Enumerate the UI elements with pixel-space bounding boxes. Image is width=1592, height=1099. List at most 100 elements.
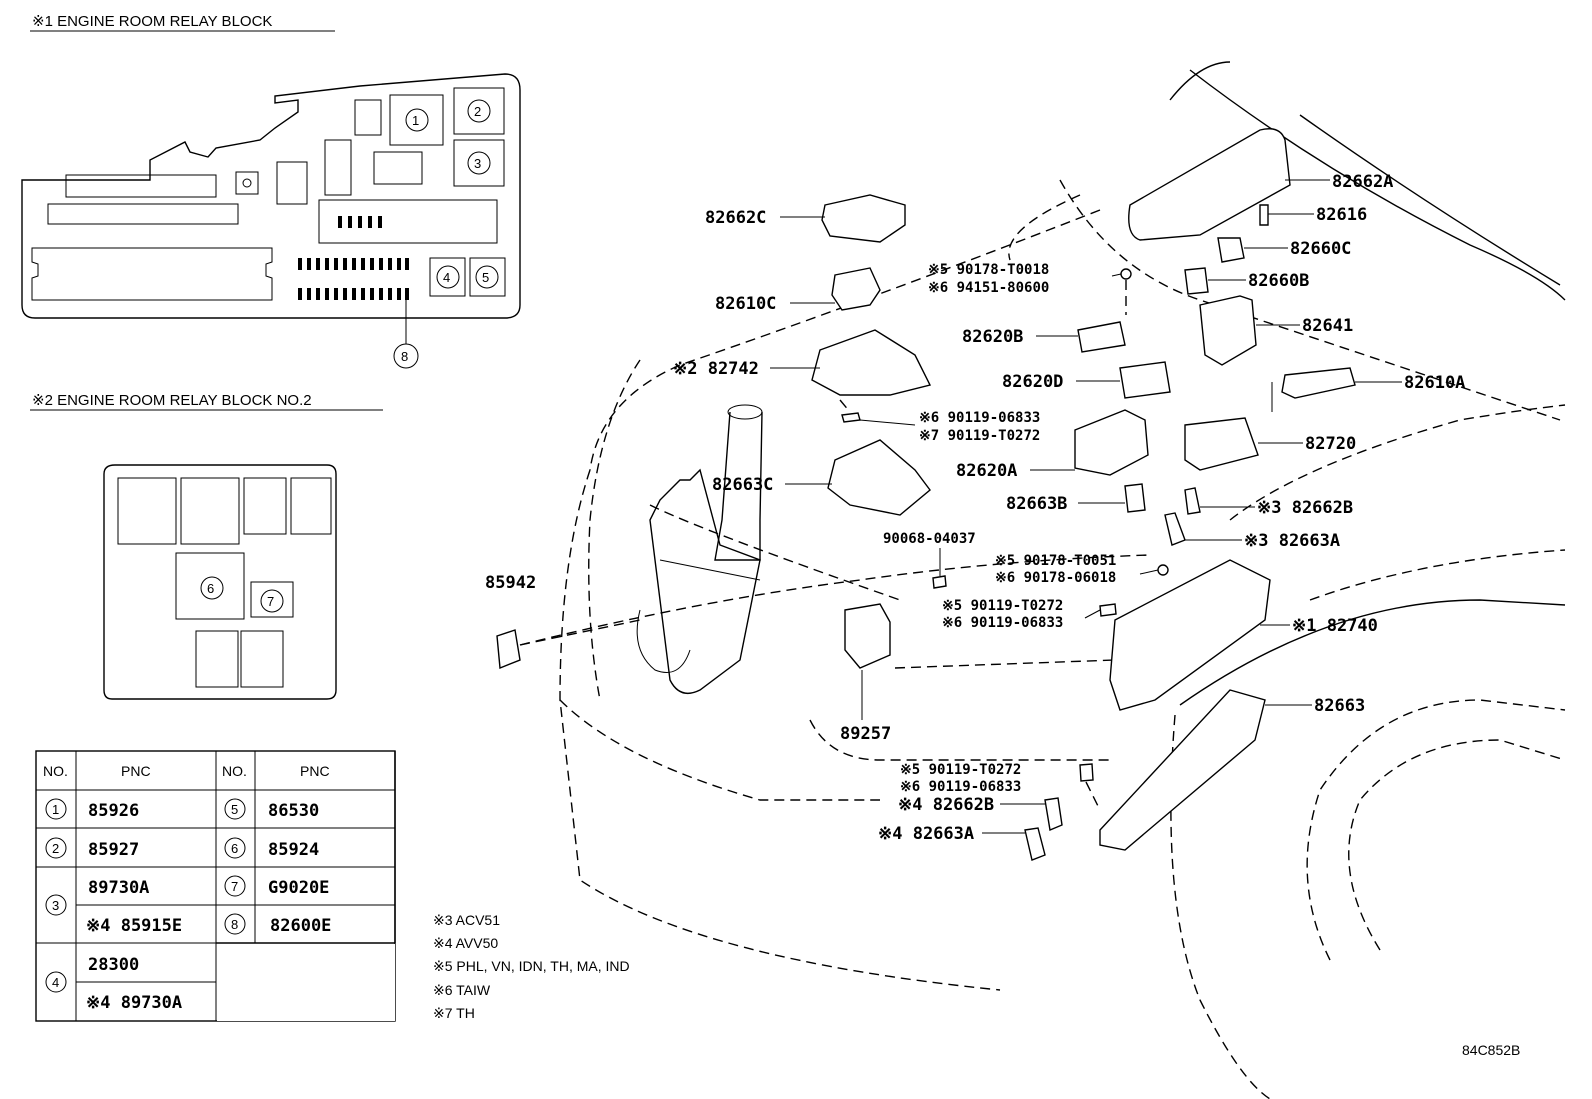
table-row-no-circle (45, 798, 67, 820)
table-row-no: 4 (52, 975, 59, 990)
table-row-no-circle (224, 798, 246, 820)
callout-82620A: 82620A (956, 461, 1017, 481)
radiator-support-line (894, 659, 1116, 669)
relay-4-circle (436, 265, 460, 289)
relay-3-box (453, 139, 505, 187)
relay-slot-d (373, 151, 423, 185)
pnc-table-header-no-left: NO. (43, 763, 68, 779)
callout-82620D: 82620D (1002, 372, 1063, 392)
table-row-no: 1 (52, 802, 59, 817)
part-82620B (1077, 321, 1126, 353)
relay-7-box (250, 581, 294, 618)
part-82662C (821, 194, 906, 243)
vehicle-body-outline (519, 61, 1566, 1099)
callout-90119-06833-b: ※6 90119-06833 (942, 615, 1063, 631)
callout-82742: ※2 82742 (673, 359, 759, 379)
table-row-no: 6 (231, 841, 238, 856)
part-82662B-a (1184, 487, 1201, 515)
part-82663A-b (1024, 827, 1046, 861)
nut-90178-T0018 (1120, 268, 1132, 280)
wheel-arch (1179, 599, 1566, 706)
washer-filler-neck (714, 411, 763, 561)
relay-block-2-outline (103, 464, 337, 700)
relay-block-1-title: ※1 ENGINE ROOM RELAY BLOCK (32, 13, 272, 30)
bolt-90119-T0272-c (1079, 763, 1094, 782)
table-row-pnc: 86530 (268, 801, 319, 821)
connector-strip (31, 247, 273, 301)
callout-82663: 82663 (1314, 696, 1365, 716)
relay-slot-c (354, 99, 382, 136)
relay-3-number: 3 (474, 156, 481, 171)
footnote: ※3 ACV51 (433, 912, 500, 928)
part-89257 (844, 603, 891, 669)
pnc-table-header-pnc-right: PNC (300, 763, 330, 779)
bolt-90068-04037 (932, 575, 947, 589)
callout-90119-T0272-c: ※5 90119-T0272 (900, 762, 1021, 778)
figure-code: 84C852B (1462, 1042, 1520, 1058)
a-pillar-top (1169, 61, 1231, 101)
part-82663C (827, 439, 931, 516)
relay-3-circle (467, 151, 491, 175)
part-82620D (1119, 361, 1171, 399)
callout-85942: 85942 (485, 573, 536, 593)
callouts: 82662A 82616 82660C 82660B 82641 82610A … (485, 172, 1465, 844)
washer-tank-seam (659, 559, 761, 581)
table-row-pnc: 85924 (268, 840, 319, 860)
table-row-no: 2 (52, 841, 59, 856)
bumper-front (559, 469, 1001, 991)
part-82610A (1281, 367, 1356, 399)
table-row-no-circle (45, 894, 67, 916)
table-row-no-circle (45, 837, 67, 859)
relay-b2-slot-a (117, 477, 177, 545)
part-82740 (1109, 559, 1271, 711)
part-82662A-cover (1128, 128, 1291, 241)
callout-90119-T0272-b: ※5 90119-T0272 (942, 598, 1063, 614)
bolt-90119-T0272-b (1099, 603, 1117, 617)
part-85942 (496, 629, 521, 669)
part-82610C (831, 267, 881, 311)
washer-tank-body (649, 468, 761, 694)
relay-block-2: ※2 ENGINE ROOM RELAY BLOCK NO.2 6 7 (30, 392, 383, 700)
table-row-pnc: G9020E (268, 878, 329, 898)
fuse-row-lower (298, 288, 409, 300)
table-row-pnc: 85927 (88, 840, 139, 860)
nut-90178-T0051 (1157, 564, 1169, 576)
table-row-no-circle (224, 837, 246, 859)
footnote: ※5 PHL, VN, IDN, TH, MA, IND (433, 958, 630, 974)
table-row-pnc: 89730A (88, 878, 149, 898)
relay-6-box (175, 552, 245, 620)
callout-82663C: 82663C (712, 475, 773, 495)
table-row-no: 7 (231, 879, 238, 894)
relay-8-circle (393, 343, 419, 369)
relay-2-number: 2 (474, 104, 481, 119)
relay-8-number: 8 (401, 349, 408, 364)
callout-89257: 89257 (840, 724, 891, 744)
relay-slot-a (276, 161, 308, 205)
footnotes: ※3 ACV51 ※4 AVV50 ※5 PHL, VN, IDN, TH, M… (433, 912, 630, 1021)
table-row-pnc: 82600E (270, 916, 331, 936)
bolt-90119-06833-a (841, 412, 861, 423)
relay-7-circle (260, 589, 284, 613)
windshield-line (1299, 114, 1561, 286)
relay-b2-slot-c (243, 477, 287, 535)
relay-b2-slot-f (240, 630, 284, 688)
leader-lines (770, 179, 1402, 834)
table-row-pnc: ※4 85915E (86, 916, 182, 936)
hood-inner-edge (1008, 194, 1081, 261)
callout-82620B: 82620B (962, 327, 1023, 347)
footnote: ※7 TH (433, 1005, 475, 1021)
washer-filler-cap (727, 404, 763, 420)
table-row-no: 5 (231, 802, 238, 817)
callout-82610A: 82610A (1404, 373, 1465, 393)
part-82660C (1217, 237, 1245, 263)
callout-82740: ※1 82740 (1292, 616, 1378, 636)
part-82742 (811, 329, 932, 396)
pnc-table-header-pnc-left: PNC (121, 763, 151, 779)
washer-tank (636, 404, 763, 694)
relay-slot-b (324, 139, 352, 196)
callout-90119-06833-a: ※6 90119-06833 (919, 410, 1040, 426)
relay-6-number: 6 (207, 581, 214, 596)
relay-b2-slot-d (290, 477, 332, 535)
fuse-strip-top (65, 174, 217, 198)
callout-94151-80600: ※6 94151-80600 (928, 280, 1049, 296)
